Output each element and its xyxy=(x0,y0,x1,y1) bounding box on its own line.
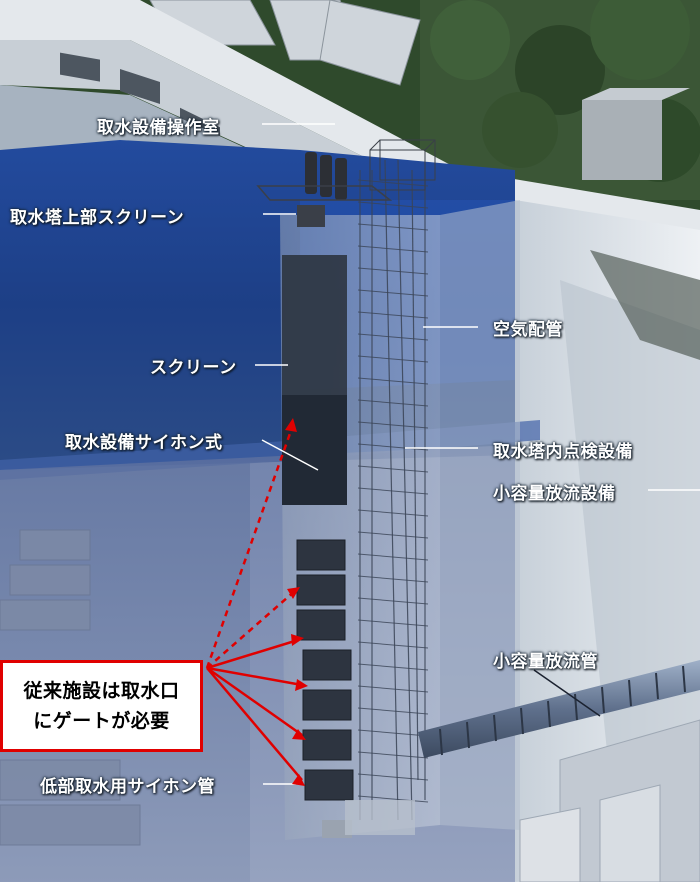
intake-tower xyxy=(256,139,520,840)
label-leader-lines xyxy=(255,123,700,785)
conventional-facility-callout: 従来施設は取水口 にゲートが必要 xyxy=(0,660,203,752)
label-control-room: 取水設備操作室 xyxy=(97,118,220,138)
dam-crest xyxy=(0,0,700,240)
gate-arrows xyxy=(205,424,303,781)
pipe-leader-line xyxy=(533,669,601,717)
downstream-blocks xyxy=(519,719,700,882)
callout-line-2: にゲートが必要 xyxy=(33,710,170,732)
label-siphon-type: 取水設備サイホン式 xyxy=(65,433,223,453)
label-small-discharge-pipe: 小容量放流管 xyxy=(493,652,598,672)
label-low-intake-siphon: 低部取水用サイホン管 xyxy=(40,777,215,797)
label-screen: スクリーン xyxy=(150,358,237,378)
submerged-steps xyxy=(0,529,141,846)
gate-arrowheads xyxy=(285,418,308,786)
label-inspection: 取水塔内点検設備 xyxy=(493,442,633,462)
control-room-equipment xyxy=(305,152,347,200)
label-air-pipe: 空気配管 xyxy=(493,320,563,340)
gate-house xyxy=(582,100,662,180)
label-upper-screen: 取水塔上部スクリーン xyxy=(10,208,185,228)
siphon-intakes xyxy=(296,539,354,801)
label-small-discharge-facility: 小容量放流設備 xyxy=(493,484,616,504)
callout-line-1: 従来施設は取水口 xyxy=(23,680,180,702)
